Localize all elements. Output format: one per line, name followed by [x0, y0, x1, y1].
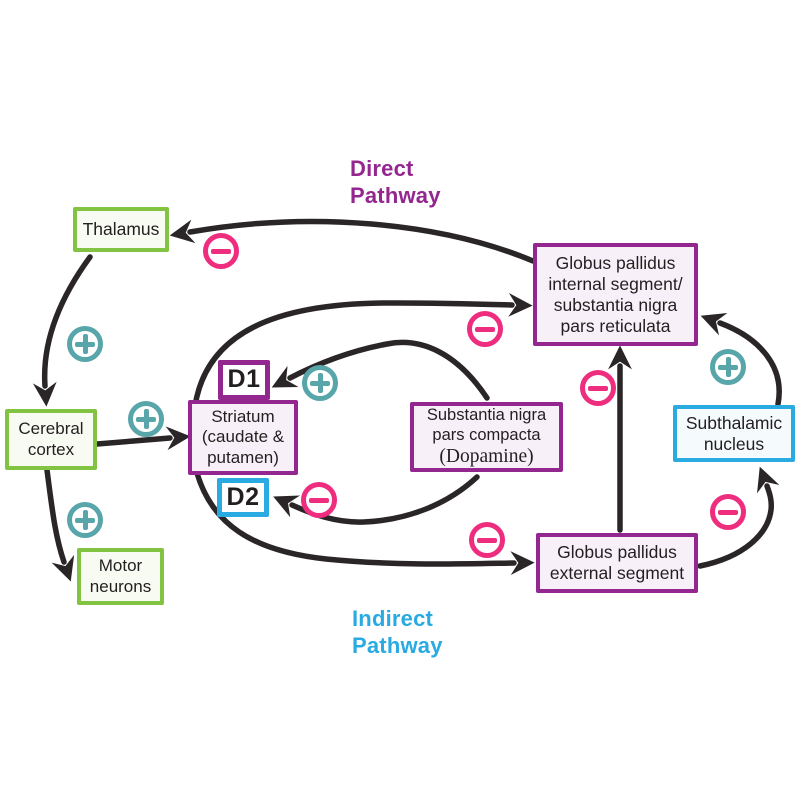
plus-icon-thalamus-cortex: [67, 326, 103, 362]
minus-icon-striatum-gpi: [467, 311, 503, 347]
node-thalamus-label: Thalamus: [82, 219, 160, 240]
node-cerebral-cortex-label: Cerebral cortex: [18, 419, 84, 459]
minus-icon-gpe-stn: [710, 494, 746, 530]
node-gpi-snr: Globus pallidus internal segment/ substa…: [533, 243, 698, 346]
minus-icon-snc-d2: [301, 482, 337, 518]
node-thalamus: Thalamus: [73, 207, 169, 252]
arrow-striatum-to-gpi: [191, 292, 533, 417]
node-cerebral-cortex: Cerebral cortex: [5, 409, 97, 470]
indirect-pathway-label: Indirect Pathway: [352, 606, 443, 658]
node-striatum: Striatum (caudate & putamen): [188, 400, 298, 475]
node-subthalamic-nucleus: Subthalamic nucleus: [673, 405, 795, 462]
node-motor-neurons: Motor neurons: [77, 548, 164, 605]
node-subthalamic-label: Subthalamic nucleus: [685, 412, 783, 454]
node-gpi-snr-label: Globus pallidus internal segment/ substa…: [548, 252, 683, 336]
node-substantia-nigra-compacta: Substantia nigra pars compacta (Dopamine…: [410, 402, 563, 472]
plus-icon-snc-d1: [302, 365, 338, 401]
arrow-stn-to-gpi: [700, 313, 782, 407]
node-gpe: Globus pallidus external segment: [536, 533, 698, 593]
node-snc-label: Substantia nigra pars compacta: [426, 406, 547, 444]
minus-icon-gpe-gpi: [580, 370, 616, 406]
minus-icon-striatum-gpe: [469, 522, 505, 558]
arrow-gpi-to-thalamus: [169, 218, 536, 264]
node-d2-receptor: D2: [217, 478, 269, 517]
node-snc-dopamine-label: (Dopamine): [439, 445, 534, 467]
node-gpe-label: Globus pallidus external segment: [549, 542, 685, 583]
node-motor-neurons-label: Motor neurons: [89, 556, 152, 596]
arrow-cortex-to-motor-neurons: [44, 467, 75, 582]
plus-icon-cortex-striatum: [128, 401, 164, 437]
node-d1-receptor: D1: [218, 360, 270, 400]
node-striatum-label: Striatum (caudate & putamen): [201, 407, 285, 467]
arrow-gpe-to-stn: [697, 466, 780, 569]
plus-icon-stn-gpi: [710, 349, 746, 385]
node-d1-label: D1: [227, 365, 261, 394]
arrow-cortex-to-striatum: [94, 426, 191, 451]
direct-pathway-label: Direct Pathway: [350, 156, 441, 208]
node-d2-label: D2: [226, 482, 260, 511]
plus-icon-cortex-motor: [67, 502, 103, 538]
minus-icon-gpi-thalamus: [203, 233, 239, 269]
arrow-thalamus-to-cortex: [32, 254, 93, 407]
